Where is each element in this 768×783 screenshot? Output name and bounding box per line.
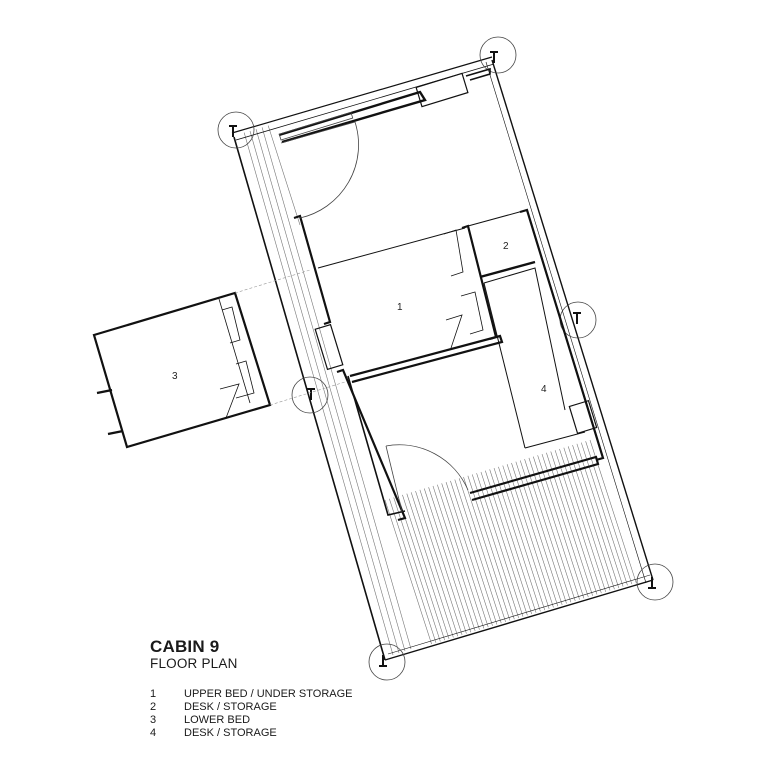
legend-item: 4 DESK / STORAGE: [150, 727, 353, 740]
column-ticks: [229, 51, 656, 667]
legend-number: 2: [150, 701, 157, 713]
room-label-1: 1: [397, 302, 403, 313]
room-label-4: 4: [541, 384, 547, 395]
plan-subtitle: FLOOR PLAN: [150, 656, 238, 671]
legend-number: 4: [150, 727, 157, 739]
deck-outline: [231, 56, 654, 661]
legend-label: LOWER BED: [184, 714, 251, 726]
legend-item: 2 DESK / STORAGE: [150, 701, 353, 714]
room-3-box: [92, 291, 272, 449]
plan-title: CABIN 9: [150, 637, 220, 656]
legend-label: UPPER BED / UNDER STORAGE: [184, 688, 353, 700]
door-swings: [278, 111, 469, 513]
legend-number: 3: [150, 714, 157, 726]
legend-label: DESK / STORAGE: [184, 701, 277, 713]
cabin-walls: [278, 67, 605, 522]
room-label-2: 2: [503, 241, 509, 252]
projection-lines: [234, 269, 346, 406]
legend-item: 1 UPPER BED / UNDER STORAGE: [150, 688, 353, 701]
room-label-3: 3: [172, 371, 178, 382]
legend: 1 UPPER BED / UNDER STORAGE 2 DESK / STO…: [150, 688, 353, 740]
legend-label: DESK / STORAGE: [184, 727, 277, 739]
legend-item: 3 LOWER BED: [150, 714, 353, 727]
legend-number: 1: [150, 688, 157, 700]
deck-slats: [243, 124, 646, 658]
